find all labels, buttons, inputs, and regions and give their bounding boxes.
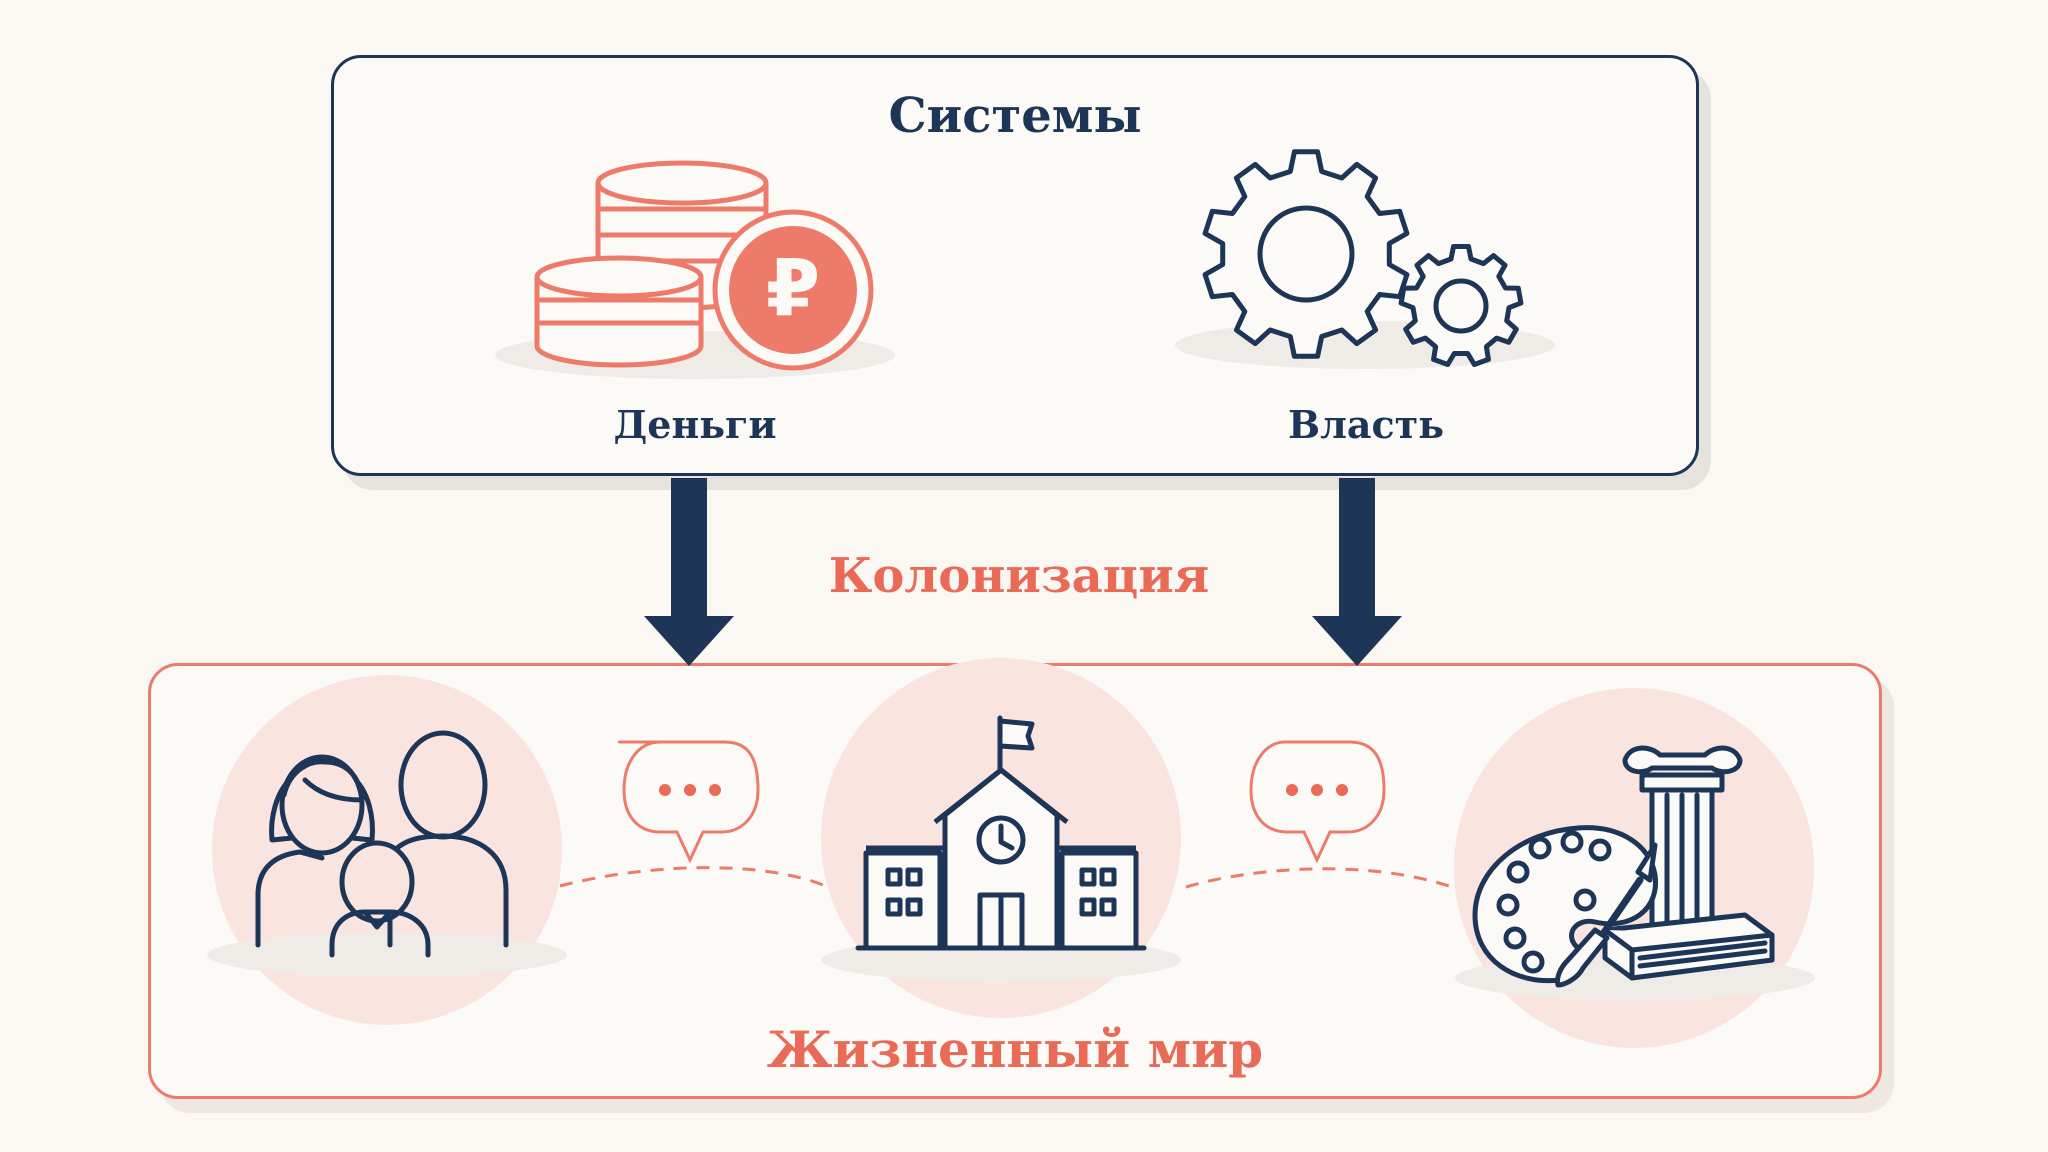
colonization-arrow-right <box>1312 478 1402 666</box>
school-building-icon <box>821 658 1181 1018</box>
dashed-connectors <box>559 866 1453 889</box>
power-label: Власть <box>1287 402 1445 447</box>
connector-school-culture <box>1185 867 1453 889</box>
lifeworld-title: Жизненный мир <box>766 1020 1264 1079</box>
connector-family-school <box>559 866 829 889</box>
money-label: Деньги <box>613 402 777 447</box>
systems-title: Системы <box>888 88 1142 144</box>
culture-arts-icon <box>1454 688 1815 1048</box>
gear-outline <box>1398 244 1524 367</box>
gears-icon <box>1175 149 1555 369</box>
gear-outline <box>1202 149 1410 359</box>
speech-bubble-icon <box>618 740 760 864</box>
speech-bubble-icon <box>1249 740 1386 864</box>
small-gear <box>1398 244 1524 367</box>
family-icon <box>207 675 567 1025</box>
coins-ruble-icon: ₽ <box>495 160 895 379</box>
large-gear <box>1202 149 1410 359</box>
gear-hole <box>1433 278 1489 334</box>
colonization-arrow-left <box>644 478 734 666</box>
gear-hole <box>1257 205 1355 303</box>
colonization-label: Колонизация <box>828 548 1210 604</box>
ruble-symbol: ₽ <box>766 244 820 334</box>
